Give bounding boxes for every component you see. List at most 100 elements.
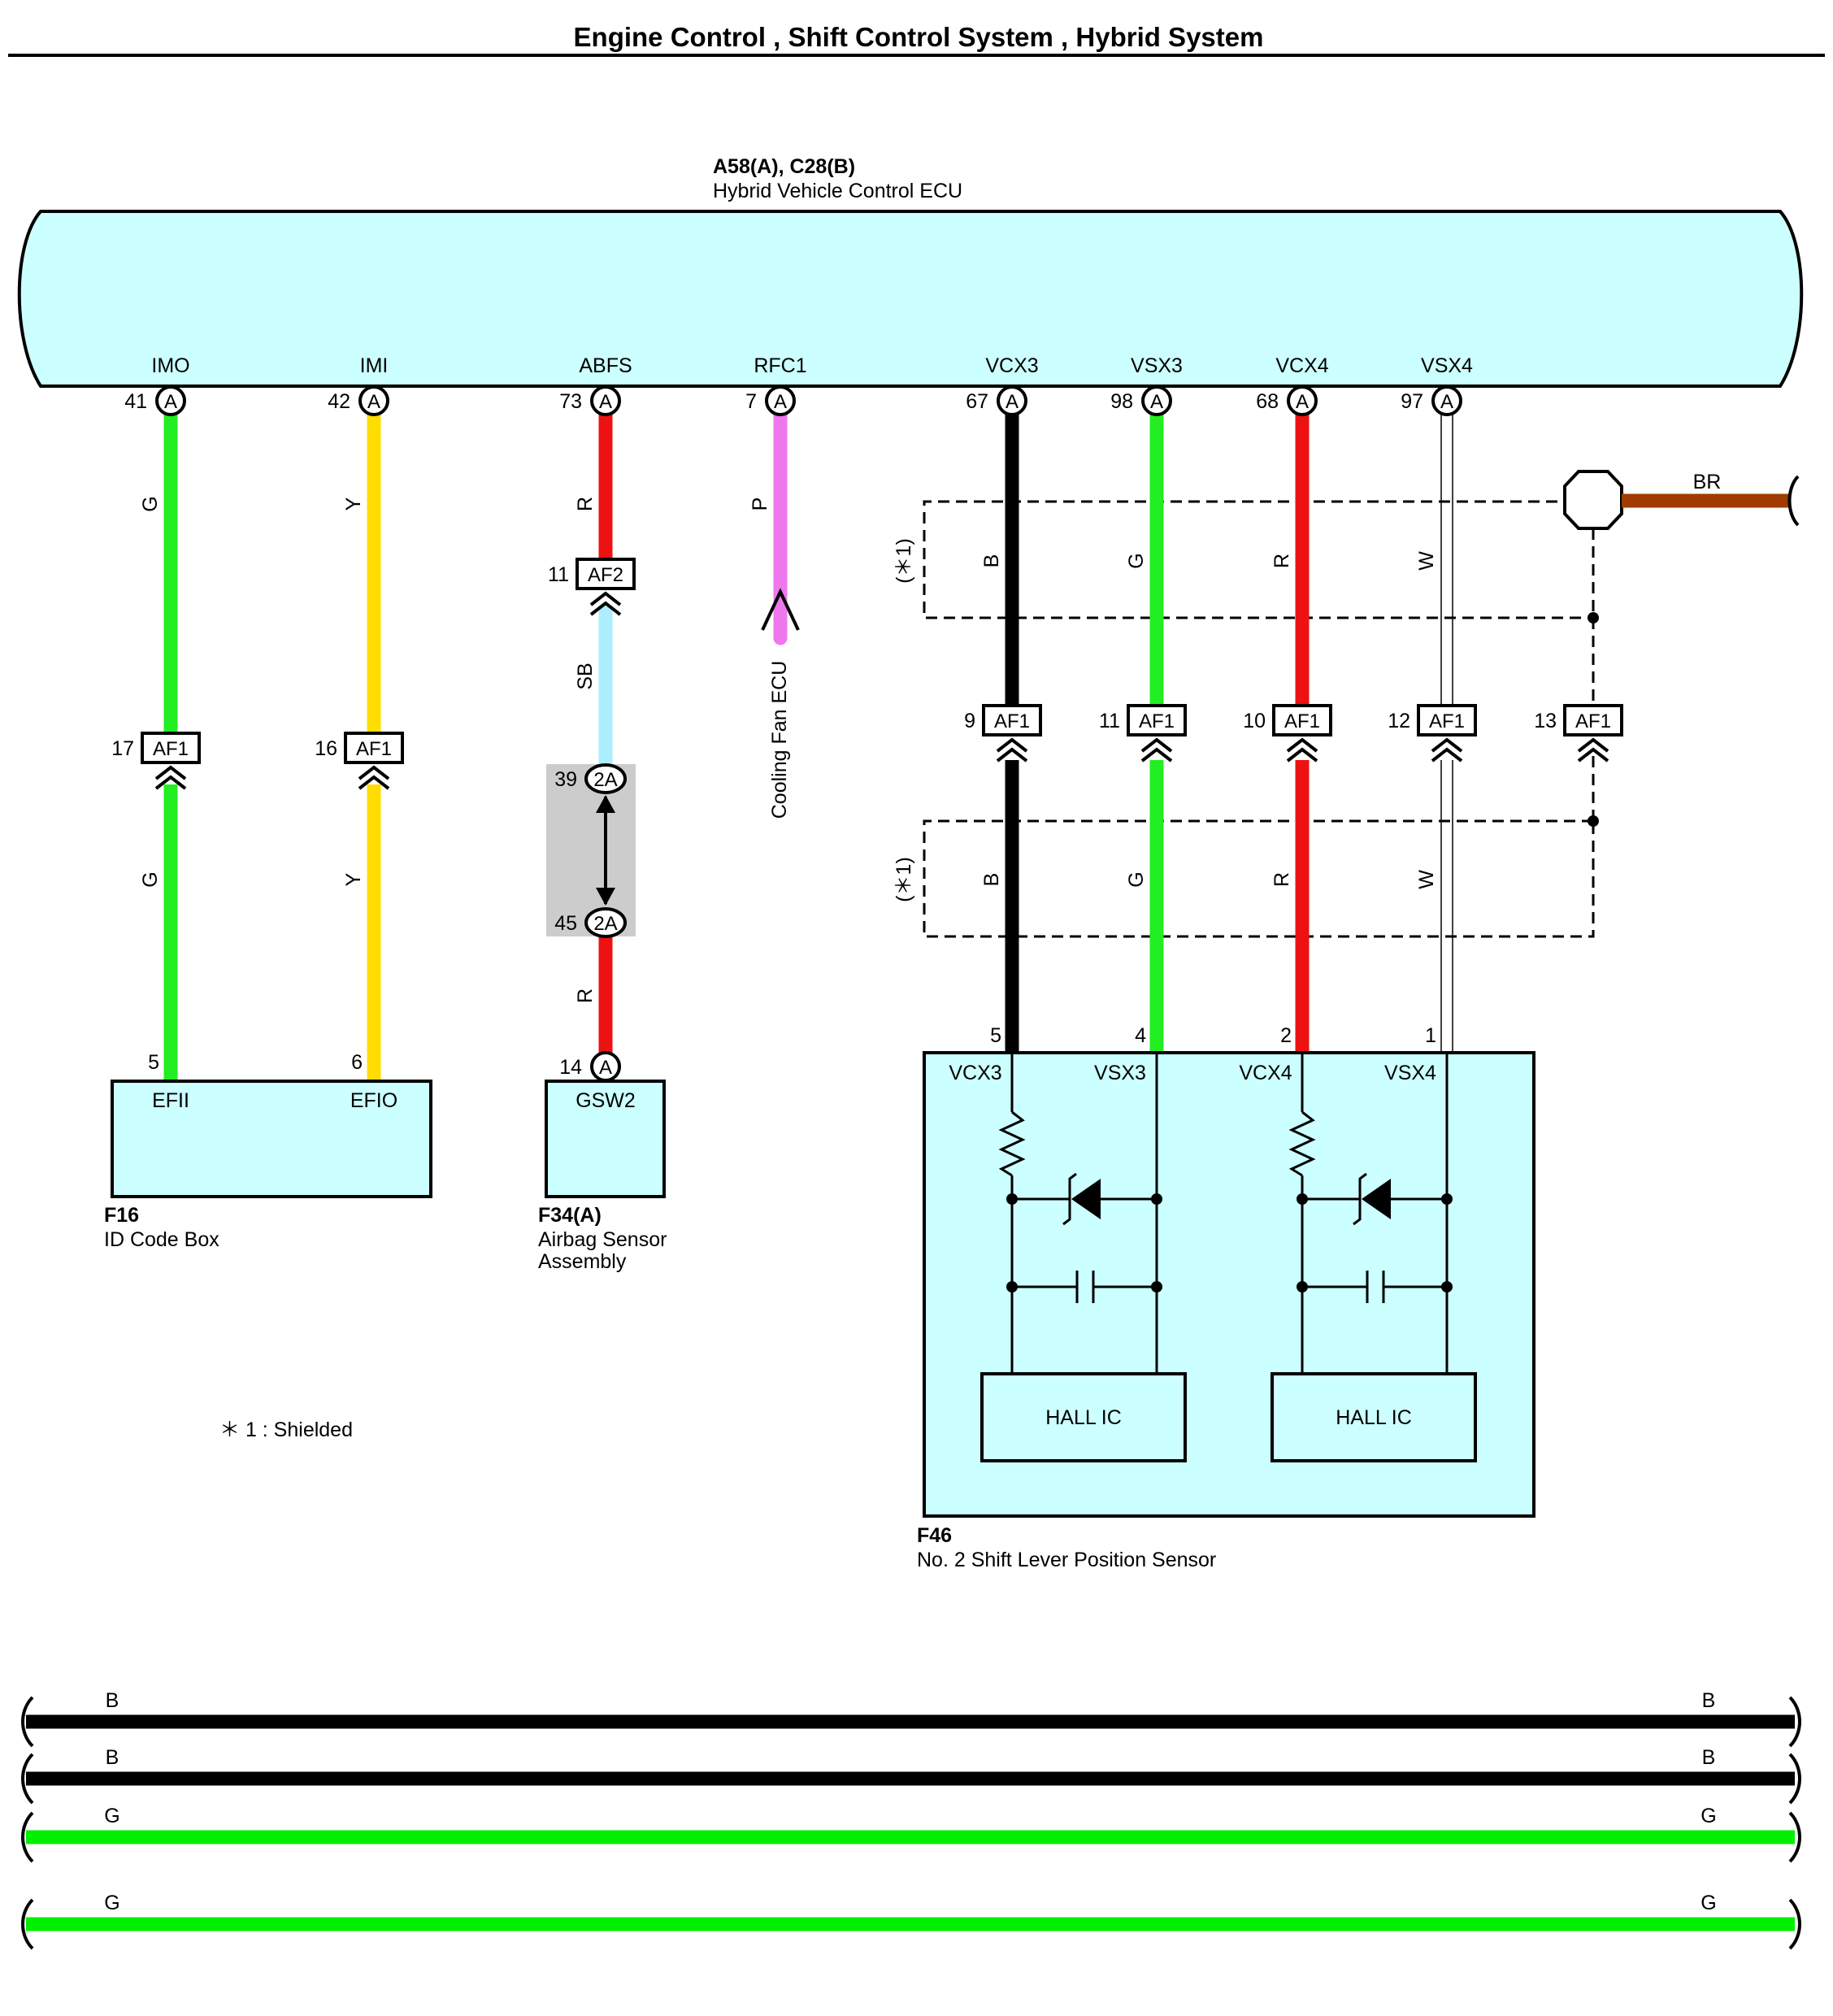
ecu-name: Hybrid Vehicle Control ECU [713, 180, 962, 202]
junction-af1-13: AF1 13 [1534, 704, 1623, 763]
ecu-terminal-abfs: ABFS [579, 354, 632, 377]
junction-af1-16: AF1 16 [315, 732, 404, 790]
wire-label-imi: Y [342, 497, 365, 511]
svg-text:A: A [1296, 391, 1309, 413]
svg-text:A: A [164, 391, 177, 413]
wire-label-vsx3: G [1125, 871, 1148, 887]
svg-text:AF1: AF1 [994, 710, 1030, 732]
svg-text:AF1: AF1 [1139, 710, 1175, 732]
wire-break-mark [1788, 1811, 1801, 1863]
wire-break-mark [21, 1753, 34, 1805]
svg-text:7: 7 [745, 390, 757, 413]
wire-label-vcx4: R [1271, 872, 1293, 887]
svg-text:2A: 2A [593, 769, 617, 791]
svg-text:AF1: AF1 [1575, 710, 1611, 732]
svg-text:A: A [1150, 391, 1163, 413]
connector-2a-block [546, 764, 636, 936]
svg-text:AF1: AF1 [1429, 710, 1465, 732]
junction-dot [1151, 1193, 1162, 1205]
arrow-head [596, 888, 615, 906]
id-code-box-pin: 6 [351, 1051, 363, 1074]
wire-break-mark [1788, 1898, 1801, 1950]
wire-label-vcx3: B [980, 554, 1003, 568]
bottom-wire-label-right: G [1701, 1805, 1716, 1827]
wire-label-imi: Y [342, 872, 365, 886]
svg-text:A: A [599, 391, 612, 413]
junction-af1-11: AF1 11 [1099, 704, 1187, 763]
ecu-connector-42: A 42 [328, 385, 389, 416]
wire-label-vsx3: G [1125, 553, 1148, 568]
svg-text:11: 11 [1099, 710, 1120, 732]
svg-text:67: 67 [966, 390, 988, 413]
shield-mark: (＊1) [893, 857, 915, 902]
id-code-box-terminal: EFII [152, 1089, 189, 1112]
airbag-pin: 14 [559, 1056, 582, 1079]
bottom-wire-label-right: G [1701, 1892, 1716, 1914]
page-title: Engine Control , Shift Control System , … [574, 22, 1264, 52]
junction-dot [1006, 1193, 1018, 1205]
airbag-name-line2: Assembly [538, 1250, 627, 1273]
wire-label-imo: G [139, 871, 162, 887]
svg-text:AF1: AF1 [153, 738, 189, 760]
junction-af1-12: AF1 12 [1388, 704, 1477, 763]
ecu-connector-7: A 7 [745, 385, 796, 416]
junction-dot [1006, 1281, 1018, 1293]
wire-label-ground: BR [1693, 471, 1722, 493]
svg-text:68: 68 [1256, 390, 1279, 413]
connector-arrow [761, 588, 800, 631]
shift-sensor-pin: 4 [1135, 1024, 1146, 1047]
airbag-sensor-box [545, 1080, 666, 1198]
junction-af1-10: AF1 10 [1243, 704, 1332, 763]
ecu-connector-97: A 97 [1401, 385, 1462, 416]
wire-break-mark [1788, 1753, 1801, 1805]
id-code-box-code: F16 [104, 1204, 139, 1227]
svg-text:AF1: AF1 [356, 738, 392, 760]
wire-break-mark [21, 1696, 34, 1748]
airbag-terminal: GSW2 [576, 1089, 636, 1112]
shift-sensor-name: No. 2 Shift Lever Position Sensor [917, 1549, 1216, 1571]
wire-label-vsx4: W [1415, 551, 1438, 571]
wire-vsx4 [1440, 415, 1453, 1053]
svg-text:12: 12 [1388, 710, 1410, 732]
hall-ic-1-label: HALL IC [1045, 1406, 1122, 1429]
ecu-terminal-vsx3: VSX3 [1131, 354, 1183, 377]
wire-break-mark [1788, 1696, 1801, 1748]
wire-label-rfc1: P [749, 497, 771, 511]
svg-text:42: 42 [328, 390, 350, 413]
wire-break-mark [21, 1898, 34, 1950]
shift-sensor-terminal: VSX4 [1384, 1062, 1436, 1084]
shift-sensor-terminal: VCX4 [1239, 1062, 1292, 1084]
connector-2a-45: 2A 45 [554, 907, 627, 938]
cooling-fan-label: Cooling Fan ECU [768, 661, 791, 819]
shift-sensor-pin: 2 [1280, 1024, 1292, 1047]
svg-text:17: 17 [111, 737, 134, 760]
ecu-terminal-imi: IMI [360, 354, 389, 377]
hall-ic-2 [1271, 1372, 1477, 1462]
sensor-circuit-2 [1288, 1054, 1449, 1374]
svg-text:AF1: AF1 [1284, 710, 1320, 732]
shift-sensor-code: F46 [917, 1524, 952, 1547]
junction-dot [1151, 1281, 1162, 1293]
svg-text:73: 73 [559, 390, 582, 413]
svg-text:16: 16 [315, 737, 337, 760]
zener-diode-icon [1362, 1179, 1391, 1219]
wire-label-abfs: R [574, 988, 597, 1003]
shield-junction-dot [1588, 815, 1599, 827]
shield-note: ＊ 1 : Shielded [219, 1419, 353, 1441]
svg-text:45: 45 [554, 912, 577, 935]
svg-text:97: 97 [1401, 390, 1423, 413]
bottom-wire-label-left: G [104, 1805, 119, 1827]
junction-af1-17: AF1 17 [111, 732, 201, 790]
ecu-code: A58(A), C28(B) [713, 155, 855, 178]
svg-text:9: 9 [964, 710, 975, 732]
ecu-terminal-vcx3: VCX3 [985, 354, 1038, 377]
junction-dot [1297, 1193, 1308, 1205]
zener-diode-icon [1353, 1172, 1367, 1226]
svg-text:AF2: AF2 [588, 564, 623, 586]
shift-sensor-pin: 5 [990, 1024, 1001, 1047]
zener-diode-icon [1071, 1179, 1101, 1219]
bottom-wire-label-left: B [106, 1746, 119, 1769]
wire-label-abfs: R [574, 497, 597, 511]
